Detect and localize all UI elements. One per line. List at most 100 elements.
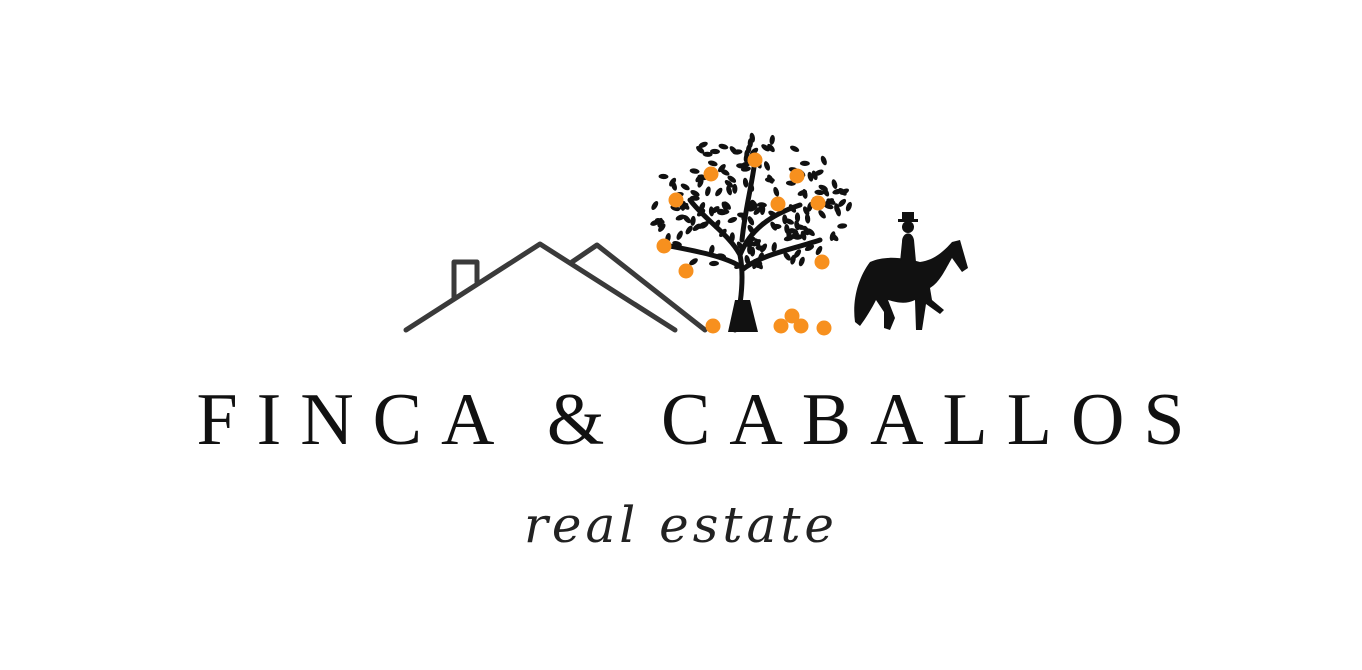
leaf bbox=[784, 218, 794, 225]
leaf bbox=[814, 189, 825, 196]
leaf bbox=[717, 164, 726, 173]
leaf bbox=[718, 143, 729, 150]
leaf bbox=[794, 212, 801, 223]
leaf bbox=[799, 160, 810, 167]
orange bbox=[773, 318, 789, 334]
leaf bbox=[689, 168, 700, 174]
leaf bbox=[838, 198, 847, 207]
orange bbox=[789, 168, 805, 184]
leaf bbox=[789, 145, 800, 153]
orange bbox=[816, 320, 832, 336]
leaf bbox=[804, 244, 815, 252]
leaf bbox=[707, 160, 718, 167]
leaf bbox=[676, 230, 683, 240]
leaf bbox=[719, 228, 727, 238]
leaf bbox=[747, 224, 755, 234]
leaf bbox=[788, 204, 797, 213]
leaf bbox=[790, 254, 796, 265]
leaf bbox=[769, 134, 775, 145]
leaf bbox=[798, 256, 805, 267]
leaf bbox=[745, 241, 755, 247]
leaf bbox=[680, 183, 690, 191]
leaf bbox=[736, 241, 744, 251]
leaf bbox=[793, 249, 802, 258]
orange bbox=[810, 195, 826, 211]
orange bbox=[656, 238, 672, 254]
leaf bbox=[708, 206, 715, 217]
leaf bbox=[745, 236, 756, 243]
leaf bbox=[763, 161, 771, 171]
leaf bbox=[689, 195, 700, 201]
leaf bbox=[761, 144, 770, 152]
leaf bbox=[734, 262, 744, 270]
leaf bbox=[768, 210, 778, 218]
leaf bbox=[818, 184, 828, 192]
leaf bbox=[747, 244, 753, 255]
leaf bbox=[804, 213, 811, 224]
leaf bbox=[845, 201, 852, 212]
leaf bbox=[696, 145, 705, 154]
leaf bbox=[658, 173, 669, 180]
leaf bbox=[748, 182, 755, 192]
leaf bbox=[669, 177, 677, 187]
leaf bbox=[697, 178, 704, 188]
orange bbox=[747, 152, 763, 168]
leaf bbox=[773, 186, 780, 197]
leaf bbox=[820, 155, 827, 166]
leaf bbox=[729, 232, 735, 243]
leaf bbox=[758, 252, 764, 262]
leaf bbox=[797, 189, 808, 196]
leaf bbox=[724, 180, 734, 188]
leaf bbox=[747, 216, 755, 226]
orange bbox=[770, 196, 786, 212]
leaf bbox=[732, 183, 738, 194]
leaf bbox=[803, 229, 814, 235]
leaf bbox=[749, 132, 756, 143]
leaf bbox=[727, 175, 737, 183]
orange bbox=[793, 318, 809, 334]
leaf bbox=[767, 143, 775, 153]
leaf bbox=[675, 214, 686, 221]
leaf bbox=[838, 187, 847, 196]
leaf bbox=[737, 212, 747, 218]
leaf bbox=[818, 210, 826, 219]
leaf bbox=[716, 253, 727, 259]
leaf bbox=[754, 238, 761, 248]
leaf bbox=[719, 209, 730, 215]
leaf bbox=[742, 177, 749, 188]
leaf bbox=[750, 199, 758, 209]
leaf bbox=[831, 179, 838, 189]
leaf bbox=[709, 260, 719, 267]
leaf bbox=[770, 221, 778, 231]
brand-tagline: real estate bbox=[523, 496, 839, 554]
leaf bbox=[786, 229, 792, 240]
horse-rider-icon bbox=[854, 212, 968, 330]
orange bbox=[705, 318, 721, 334]
leaf bbox=[698, 141, 708, 148]
leaf bbox=[826, 198, 836, 205]
orange bbox=[703, 166, 719, 182]
leaf bbox=[837, 223, 848, 229]
leaf bbox=[715, 187, 723, 197]
leaf bbox=[685, 225, 693, 235]
leaf bbox=[713, 219, 721, 229]
leaf bbox=[705, 186, 711, 197]
leaf bbox=[654, 218, 665, 224]
leaf bbox=[732, 149, 743, 155]
leaf bbox=[672, 241, 682, 247]
orange bbox=[668, 192, 684, 208]
leaf bbox=[658, 223, 666, 232]
leaf bbox=[710, 148, 720, 155]
leaf bbox=[752, 259, 759, 270]
brand-name: FINCA & CABALLOS bbox=[196, 379, 1204, 461]
leaf bbox=[736, 163, 747, 169]
orange bbox=[814, 254, 830, 270]
leaf bbox=[727, 216, 738, 224]
leaf bbox=[759, 205, 766, 215]
leaf bbox=[726, 185, 733, 196]
leaf bbox=[692, 223, 702, 231]
leaf bbox=[721, 201, 729, 211]
leaf bbox=[830, 233, 839, 242]
leaf bbox=[696, 208, 706, 217]
